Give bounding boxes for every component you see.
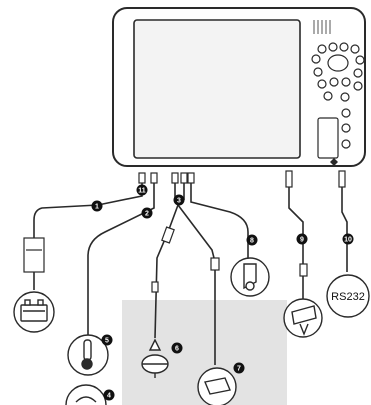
cable-9 [288, 187, 304, 300]
badge-2: 2 [141, 207, 153, 219]
transducer-icon [141, 338, 169, 378]
brand-logo-mark [330, 158, 338, 166]
cable-7 [177, 204, 216, 365]
badge-6: 6 [171, 342, 183, 354]
badge-4: 4 [103, 389, 115, 401]
badge-10: 10 [342, 233, 354, 245]
badge-8-number: 8 [250, 238, 254, 245]
badge-8: 8 [246, 234, 258, 246]
badge-5-number: 5 [105, 338, 109, 345]
badge-9-number: 9 [300, 237, 304, 244]
cables [33, 183, 348, 365]
card-slot [317, 117, 339, 159]
badge-7: 7 [233, 362, 245, 374]
display-unit [112, 7, 366, 167]
keypad [311, 42, 365, 149]
badge-4-number: 4 [107, 393, 111, 400]
cable-8 [190, 183, 249, 262]
cable-11 [341, 187, 348, 272]
antenna-icon [283, 298, 323, 338]
rs232-port: RS232 [326, 274, 370, 318]
badge-11-number: 11 [138, 188, 146, 195]
badge-2-number: 2 [145, 211, 149, 218]
badge-3: 3 [173, 194, 185, 206]
speaker-grille [313, 20, 331, 34]
badge-1-number: 1 [95, 204, 99, 211]
inline-plugs [23, 226, 308, 293]
cable-5 [154, 204, 179, 339]
battery-icon [13, 291, 55, 333]
badge-5: 5 [101, 334, 113, 346]
badge-9: 9 [296, 233, 308, 245]
thermometer-icon [67, 334, 109, 376]
screen [133, 19, 301, 159]
rear-connectors [138, 170, 346, 188]
cable-1 [33, 183, 143, 290]
badge-6-number: 6 [175, 346, 179, 353]
badge-1: 1 [91, 200, 103, 212]
badge-7-number: 7 [237, 366, 241, 373]
sensor-7-icon [197, 367, 237, 405]
cable-2 [87, 183, 155, 340]
accessory-4-icon [65, 384, 107, 405]
badge-11: 11 [136, 184, 148, 196]
badge-10-number: 10 [344, 237, 352, 244]
badge-3-number: 3 [177, 198, 181, 205]
paddlewheel-icon [230, 257, 270, 297]
rs232-label: RS232 [331, 291, 365, 303]
